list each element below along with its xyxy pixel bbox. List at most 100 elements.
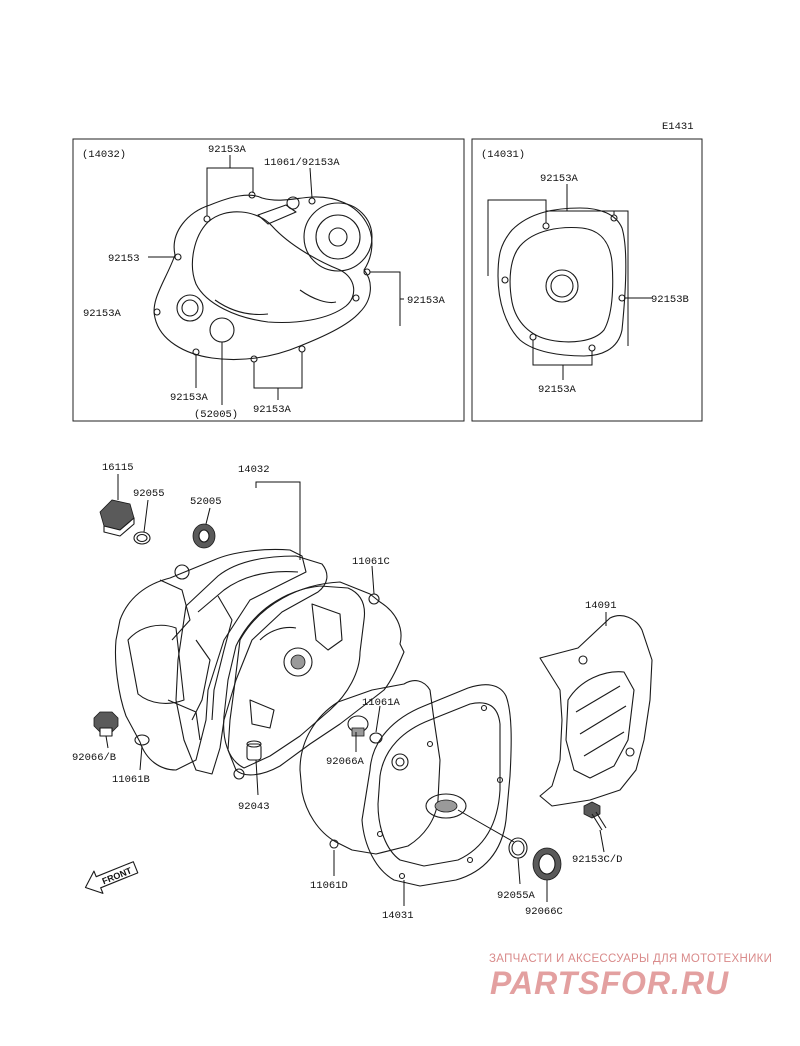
generator-boss-outer — [545, 269, 579, 303]
watermark-subtitle: ЗАПЧАСТИ И АКСЕССУАРЫ ДЛЯ МОТОТЕХНИКИ — [489, 953, 772, 965]
o-ring-11061B — [134, 734, 150, 746]
label-92153A-left: 92153A — [83, 308, 122, 320]
generator-cover-inner — [509, 227, 614, 343]
watermark: ЗАПЧАСТИ И АКСЕССУАРЫ ДЛЯ МОТОТЕХНИКИ PA… — [489, 953, 772, 1001]
sprocket-cover-14091 — [539, 615, 653, 807]
crankcase — [114, 548, 307, 771]
label-14031: 14031 — [382, 910, 414, 922]
label-92153B: 92153B — [651, 294, 689, 306]
gasket-11061D-tab — [329, 839, 339, 849]
sprocket-cover-window — [565, 671, 635, 779]
clutch-cover-hole — [283, 647, 313, 677]
label-14091: 14091 — [585, 600, 617, 612]
generator-cover-bolt-holes — [376, 704, 504, 880]
label-92153-left: 92153 — [108, 253, 140, 265]
front-arrow: FRONT — [84, 861, 139, 894]
label-92055: 92055 — [133, 488, 165, 500]
sprocket-cover-rib-2 — [579, 705, 627, 735]
dowel-hole — [286, 196, 300, 210]
label-92066B: 92066/B — [72, 752, 116, 764]
clutch-cover-rim — [197, 571, 299, 613]
label-92153CD: 92153C/D — [572, 854, 622, 866]
generator-cover-lug-hole — [395, 757, 405, 767]
inset-generator-cover: (14031) 92153A 92153B 92153A — [471, 138, 703, 422]
crankcase-edge — [159, 579, 191, 641]
clutch-cover-hole-inner — [290, 654, 306, 670]
watermark-logo: PARTSFOR.RU — [490, 965, 729, 1001]
leaders-left-inset — [148, 155, 404, 405]
oil-window — [176, 294, 204, 322]
inset-right-ref: (14031) — [481, 149, 525, 161]
gasket-tab-top — [368, 593, 380, 605]
label-92153A-top: 92153A — [208, 144, 247, 156]
label-11061C: 11061C — [352, 556, 390, 568]
label-92153A-gen-bottom: 92153A — [538, 384, 577, 396]
label-92066A: 92066A — [326, 756, 365, 768]
label-16115: 16115 — [102, 462, 134, 474]
label-14032: 14032 — [238, 464, 270, 476]
plug-92066B — [93, 711, 119, 737]
crankcase-bulge — [127, 624, 185, 704]
gasket-11061D — [299, 680, 441, 855]
cover-rib — [299, 289, 337, 304]
inset-left-frame — [72, 138, 465, 422]
crankcase-boss — [174, 564, 190, 580]
label-11061-92153A: 11061/92153A — [264, 157, 340, 169]
cover-rib-2 — [214, 299, 269, 316]
plug-92066A — [347, 715, 369, 737]
diagram-code: E1431 — [662, 121, 694, 133]
generator-cover-boss — [425, 793, 467, 819]
gasket-11061C — [227, 581, 405, 776]
label-92153A-gen-top: 92153A — [540, 173, 579, 185]
sprocket-cover-rib-3 — [583, 731, 625, 757]
label-92066C: 92066C — [525, 906, 563, 918]
label-92043: 92043 — [238, 801, 270, 813]
filler-hole — [209, 317, 235, 343]
generator-cover-outline — [497, 207, 627, 357]
generator-boss-inner — [550, 274, 574, 298]
plug-92066C — [532, 847, 562, 881]
label-11061A: 11061A — [362, 697, 401, 709]
clutch-cover-body — [223, 585, 366, 769]
o-ring-11061A — [369, 732, 383, 744]
crankcase-edge-2 — [167, 699, 201, 741]
plug-16115 — [99, 499, 135, 537]
gasket-tab-bottom — [233, 768, 245, 780]
generator-cover — [361, 684, 512, 887]
label-92153A-right: 92153A — [407, 295, 446, 307]
clutch-cover-line — [259, 626, 297, 641]
leaders-right-inset — [487, 184, 652, 380]
cover-tab — [257, 204, 297, 225]
clutch-cover-rim-2 — [191, 639, 211, 721]
sprocket-cover-hole — [578, 655, 588, 665]
leaders-main — [105, 474, 607, 906]
label-11061B: 11061B — [112, 774, 150, 786]
o-ring-92055A-inner — [511, 840, 525, 856]
bolt-92153CD — [583, 801, 607, 831]
clutch-boss-mid — [315, 214, 361, 260]
inset-left-ref: (14032) — [82, 149, 126, 161]
generator-cover-boss-inner — [434, 799, 458, 813]
clutch-cover-inner — [191, 211, 355, 323]
label-11061D: 11061D — [310, 880, 348, 892]
label-92055A: 92055A — [497, 890, 536, 902]
inset-clutch-cover: (14032) — [72, 138, 465, 422]
clutch-cover-outline — [153, 194, 373, 360]
inset-right-frame — [471, 138, 703, 422]
o-ring-92055-inner — [136, 533, 148, 543]
dowel-92043 — [246, 740, 262, 761]
clutch-boss-outer — [303, 202, 373, 272]
clutch-boss-center — [328, 227, 348, 247]
sprocket-cover-hole-2 — [625, 747, 635, 757]
generator-cover-inner-rim — [377, 702, 501, 867]
seal-52005 — [192, 523, 216, 549]
clutch-cover-pocket — [311, 603, 343, 651]
label-52005: 52005 — [190, 496, 222, 508]
oil-window-inner — [181, 299, 199, 317]
generator-cover-lug — [391, 753, 409, 771]
clutch-cover-pocket-2 — [249, 699, 275, 729]
label-92153A-bottom-left: 92153A — [170, 392, 209, 404]
label-52005-ref: (52005) — [194, 409, 238, 421]
o-ring-92055 — [133, 531, 151, 545]
